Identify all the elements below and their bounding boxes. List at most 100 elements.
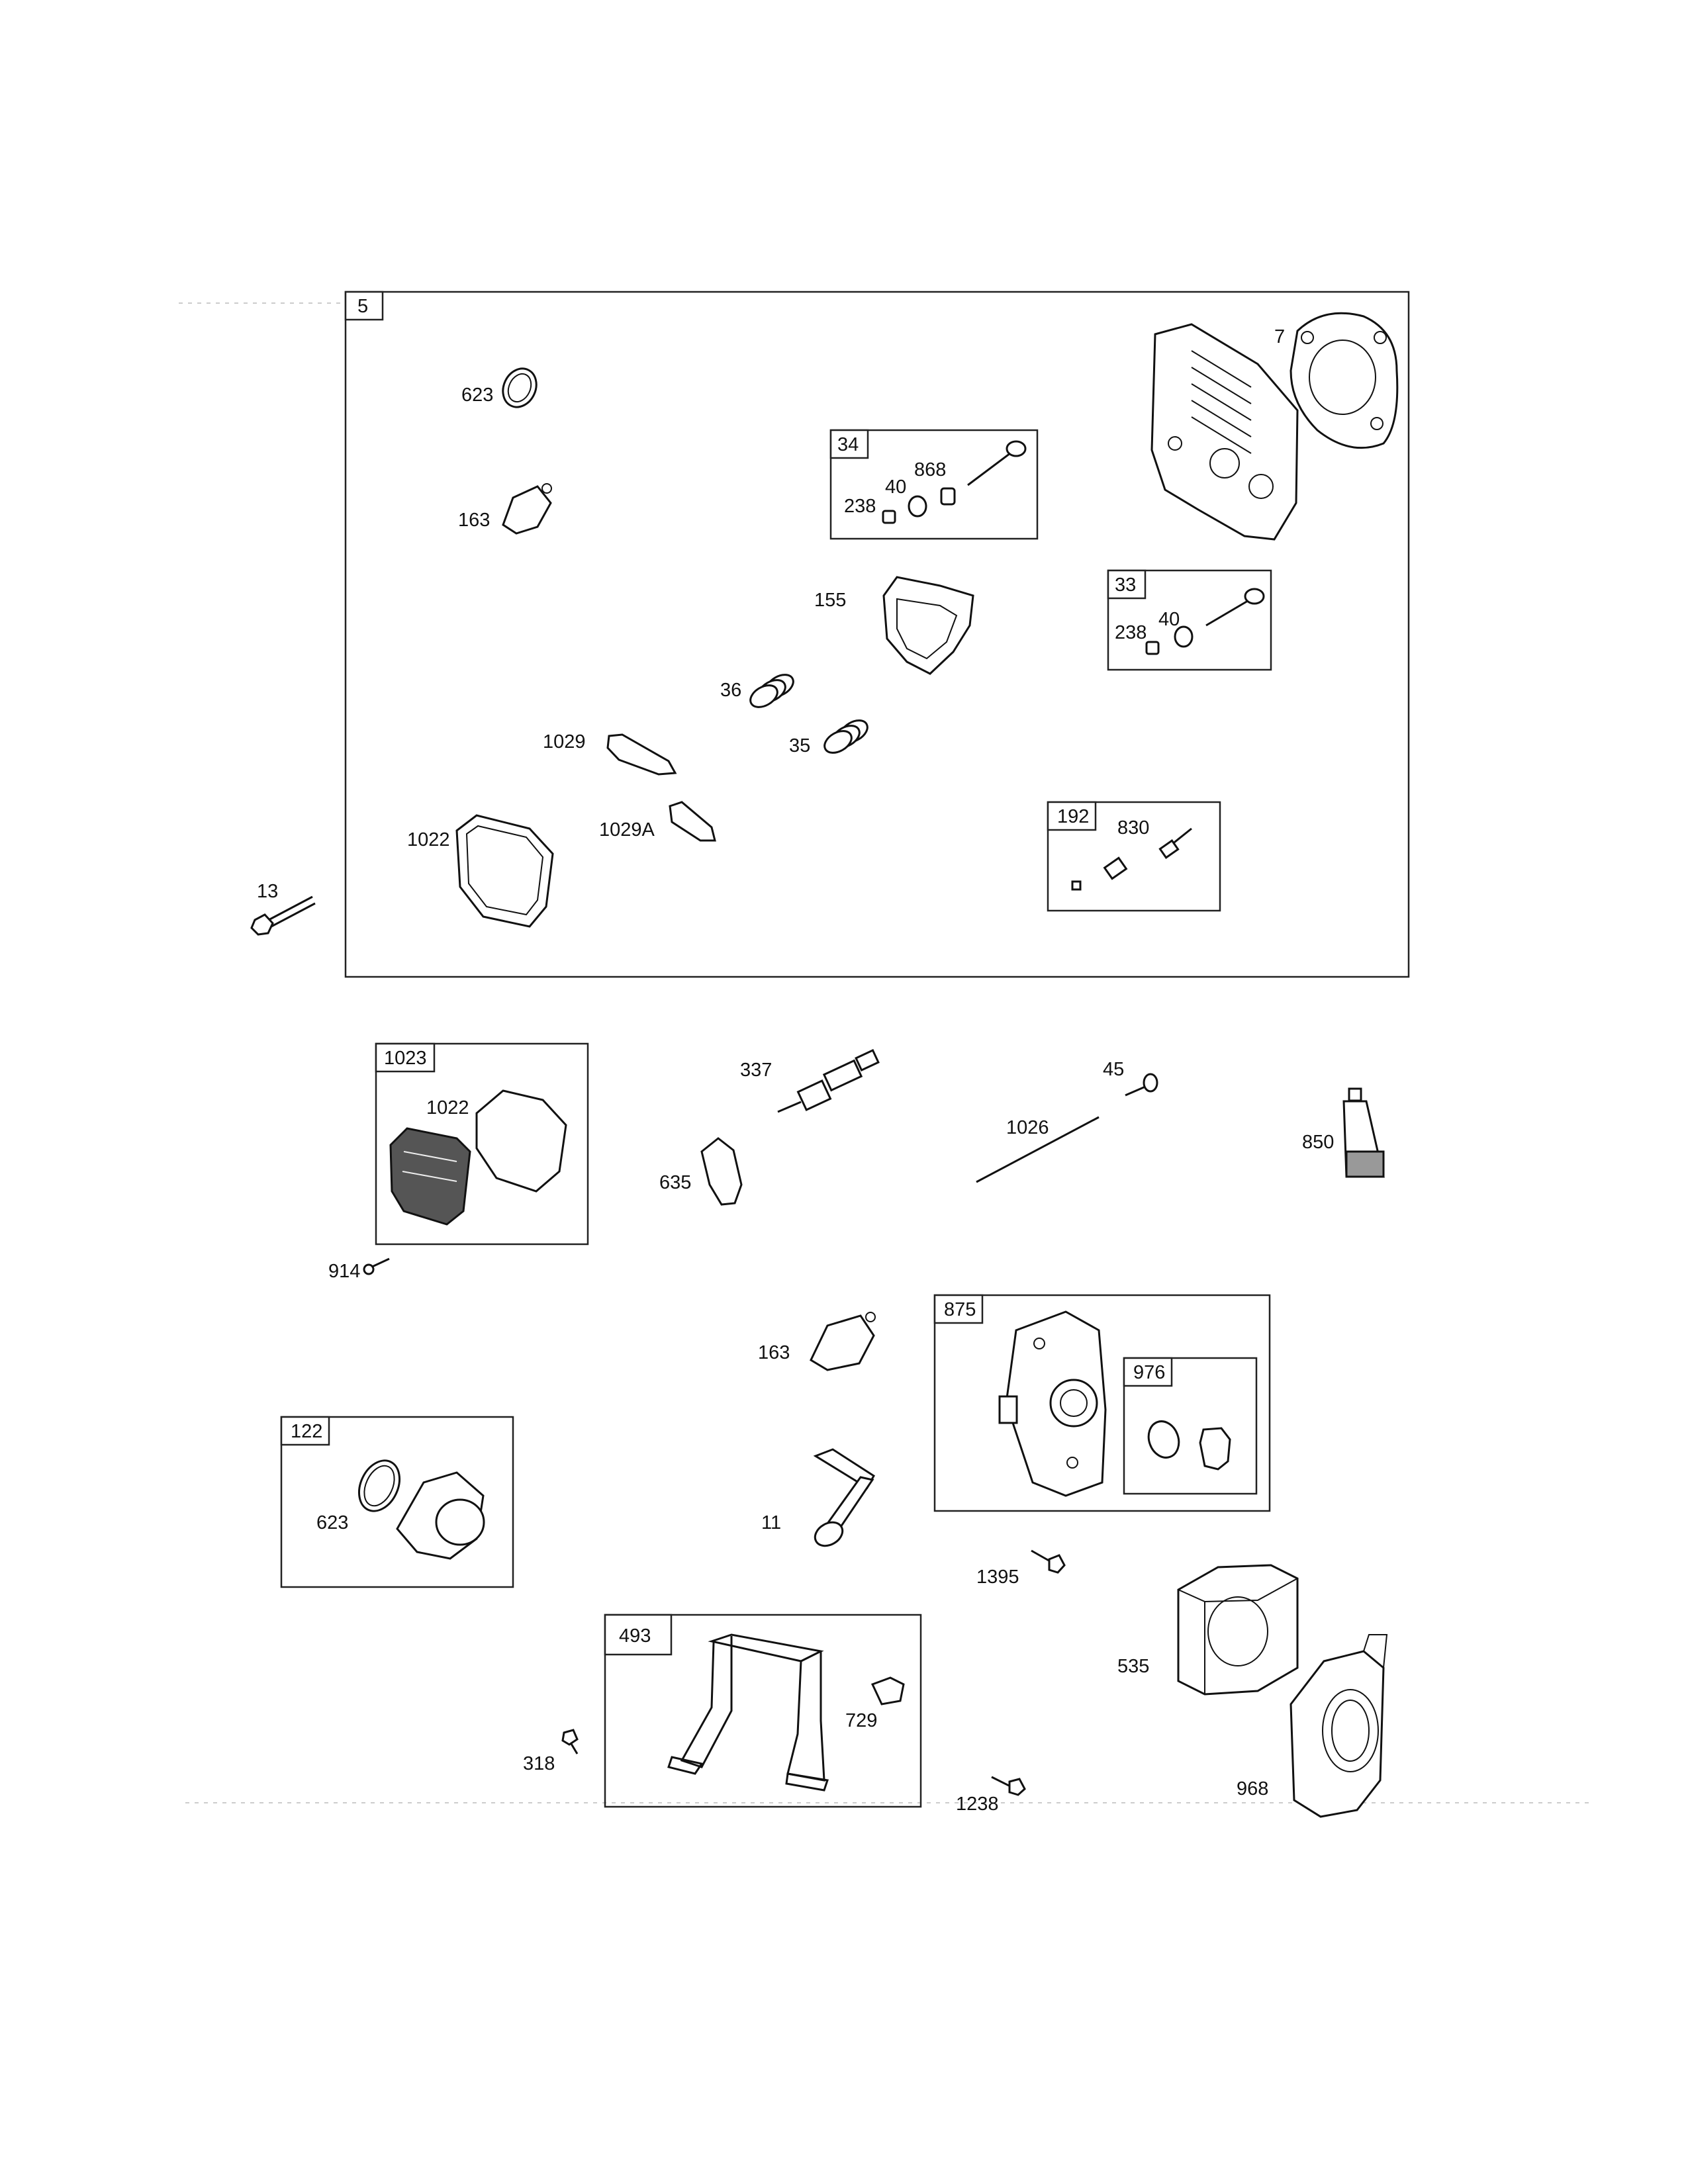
group-33-tag-box [1107, 569, 1147, 600]
clip-729-part [870, 1676, 905, 1706]
intake-valve-part [967, 450, 1013, 486]
rocker-pin-part [1071, 880, 1082, 891]
callout-163: 163 [758, 1342, 790, 1363]
group-976-tag: 976 [1133, 1362, 1165, 1383]
rocker-nut-part [1103, 856, 1128, 880]
callout-35: 35 [789, 735, 810, 756]
group-1023-frame [375, 1042, 589, 1246]
group-122-frame [280, 1416, 514, 1588]
valve-cover-part [402, 1151, 457, 1182]
group-192-tag-box [1047, 801, 1097, 831]
bolt-1238-part [991, 1776, 1012, 1788]
callout-1026: 1026 [1006, 1117, 1049, 1138]
air-filter-535-part [1177, 1564, 1299, 1696]
group-5-frame [344, 291, 1410, 978]
exhaust-valve-part [1244, 588, 1265, 605]
callout-11: 11 [761, 1512, 781, 1533]
float-bowl-part [1199, 1427, 1231, 1471]
group-976-frame [1123, 1357, 1258, 1495]
carburetor-part [998, 1310, 1107, 1497]
group-33-tag: 33 [1115, 574, 1136, 596]
cover-gasket-1022-part [475, 1089, 567, 1193]
valve-spring-35-part [823, 719, 868, 754]
callout-914: 914 [328, 1261, 360, 1282]
valve-seal-868-part [940, 487, 956, 506]
intake-valve-part [1006, 440, 1027, 457]
screw-1395-part [1031, 1549, 1052, 1563]
callout-45: 45 [1103, 1059, 1124, 1080]
group-122-tag-box [280, 1416, 330, 1446]
group-192-frame [1047, 801, 1221, 912]
callout-868: 868 [914, 459, 946, 480]
callout-1022: 1022 [407, 829, 450, 850]
callout-968: 968 [1237, 1778, 1268, 1799]
callout-1395: 1395 [976, 1567, 1019, 1588]
callout-7: 7 [1274, 326, 1285, 347]
callout-40: 40 [885, 477, 906, 498]
callout-13: 13 [257, 881, 278, 902]
group-192-tag: 192 [1057, 806, 1089, 827]
rocker-arm-1029-part [606, 733, 677, 776]
group-875-frame [933, 1294, 1271, 1512]
group-493-frame [604, 1614, 922, 1808]
head-gasket-7-part [1289, 312, 1399, 449]
group-33-frame [1107, 569, 1272, 671]
rocker-plate-155-part [882, 576, 974, 675]
gasket-163-part [541, 483, 552, 494]
o-ring-623-part [358, 1459, 400, 1512]
callout-337: 337 [740, 1060, 772, 1081]
o-ring-623-part [363, 1465, 395, 1507]
head-gasket-7-part [1301, 331, 1314, 344]
rocker-stud-830-part [1158, 839, 1180, 859]
callout-1022: 1022 [426, 1097, 469, 1118]
breather-tube-11-part [813, 1448, 875, 1547]
group-34-tag-box [829, 429, 869, 459]
spark-plug-boot-635-part [700, 1137, 743, 1206]
pin-45-part [1125, 1085, 1146, 1097]
gasket-163-part [810, 1314, 875, 1371]
callout-155: 155 [814, 590, 846, 611]
screw-914-part [370, 1257, 390, 1269]
callout-163: 163 [458, 510, 490, 531]
group-493-tag-box [604, 1614, 673, 1656]
head-bolt-13-part [268, 902, 316, 929]
group-976-tag-box [1123, 1357, 1173, 1387]
screw-318-part [561, 1729, 579, 1746]
cover-gasket-1022-part [455, 814, 554, 928]
retainer-40-part [1174, 625, 1194, 648]
cylinder-head-part [1150, 323, 1299, 541]
gasket-163-part [502, 485, 552, 535]
callout-40: 40 [1158, 609, 1180, 630]
head-gasket-7-part [1309, 340, 1376, 415]
retainer-40-part [908, 495, 927, 518]
group-493-tag: 493 [619, 1625, 651, 1647]
callout-1238: 1238 [956, 1794, 999, 1815]
callout-1029: 1029 [543, 731, 586, 752]
head-bolt-13-part [250, 913, 274, 936]
collet-238-part [882, 510, 896, 524]
bolt-1238-part [1008, 1778, 1026, 1796]
screw-1395-part [1048, 1554, 1066, 1574]
exhaust-valve-part [1205, 598, 1252, 627]
head-gasket-7-part [1370, 417, 1383, 430]
callout-729: 729 [845, 1710, 877, 1731]
callout-635: 635 [659, 1172, 691, 1193]
o-ring-623-part [502, 367, 538, 408]
valve-spring-36-part [749, 674, 794, 708]
intake-elbow-part [435, 1498, 485, 1546]
group-122-tag: 122 [291, 1421, 322, 1442]
pushrod-1026-part [976, 1116, 1100, 1183]
sealant-tube-850-part [1342, 1087, 1385, 1178]
group-875-tag: 875 [944, 1299, 976, 1320]
callout-623: 623 [461, 385, 493, 406]
rocker-arm-1029A-part [669, 801, 716, 842]
group-5-tag-box [344, 291, 384, 321]
head-bolt-13-part [265, 895, 313, 923]
callout-318: 318 [523, 1753, 555, 1774]
collet-238-part [1145, 641, 1160, 655]
pin-45-part [1143, 1073, 1158, 1093]
callout-623: 623 [316, 1512, 348, 1533]
float-bowl-seal-part [1147, 1420, 1180, 1459]
